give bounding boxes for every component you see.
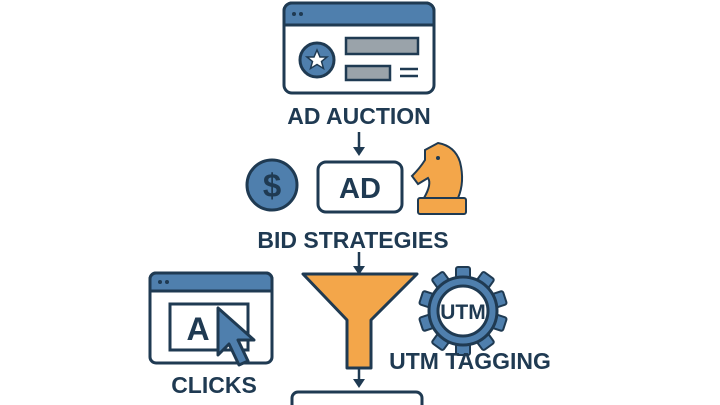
dollar-symbol: $ [263, 167, 281, 204]
flow-arrow-1 [353, 132, 365, 156]
dollar-coin-icon: $ [245, 158, 299, 212]
utm-tagging-label: UTM TAGGING [389, 348, 551, 374]
chess-knight-icon [410, 141, 467, 215]
utm-gear-icon: UTM [418, 266, 508, 356]
next-step-box [290, 390, 424, 405]
ad-auction-label: AD AUCTION [287, 103, 431, 129]
clicks-letter: A [186, 311, 209, 347]
funnel-icon [301, 272, 419, 370]
clicks-label: CLICKS [171, 372, 257, 398]
browser-cursor-icon: A [148, 271, 274, 367]
flow-arrow-2 [353, 252, 365, 275]
utm-gear-text: UTM [440, 301, 486, 324]
bid-strategies-label: BID STRATEGIES [257, 227, 448, 253]
flow-arrow-3 [353, 368, 365, 388]
ad-box-text: AD [339, 173, 381, 205]
browser-star-icon [282, 1, 436, 95]
ad-box-icon: AD [316, 160, 404, 214]
